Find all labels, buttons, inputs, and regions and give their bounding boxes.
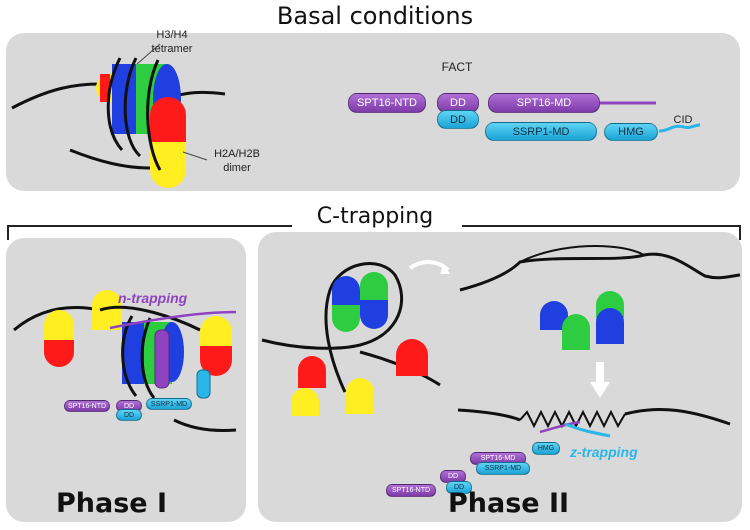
basal-nucleosome (11, 43, 226, 188)
phase-two-z-trapping (457, 407, 731, 438)
phase-two-hmg: HMG (532, 442, 560, 455)
phase-one-spt16-ntd: SPT16-NTD (64, 400, 110, 412)
h3h4-tetramer-label: H3/H4 tetramer (151, 29, 193, 55)
phase-two-ssrp1-dd: DD (446, 481, 472, 494)
hmg-domain: HMG (604, 123, 658, 141)
ssrp1-md-domain: SSRP1-MD (485, 122, 597, 141)
phase-one-nucleosome (13, 290, 237, 432)
diagram-title: Basal conditions (276, 2, 474, 30)
phase-one-ssrp1-dd: DD (116, 409, 142, 421)
phase-two-spt16-ntd: SPT16-NTD (386, 484, 436, 497)
c-trapping-title: C-trapping (316, 204, 434, 229)
fact-label: FACT (441, 60, 473, 74)
h2ah2b-dimer-label: H2A/H2B dimer (214, 148, 260, 174)
cid-label: CID (673, 114, 693, 126)
ssrp1-dd-domain: DD (437, 110, 479, 129)
phase-two-title: Phase II (448, 488, 570, 519)
spt16-md-domain: SPT16-MD (488, 93, 600, 113)
phase-one-ssrp1-md: SSRP1-MD (146, 398, 192, 410)
z-trapping-label: z-trapping (570, 444, 638, 460)
phase-one-title: Phase I (56, 488, 168, 519)
phase-two-nucleosomes (261, 260, 450, 416)
phase-two-ssrp1-md: SSRP1-MD (476, 462, 530, 475)
phase-two-open-dna (459, 245, 741, 398)
n-trapping-label: n-trapping (118, 290, 188, 306)
spt16-ntd-domain: SPT16-NTD (348, 93, 426, 113)
